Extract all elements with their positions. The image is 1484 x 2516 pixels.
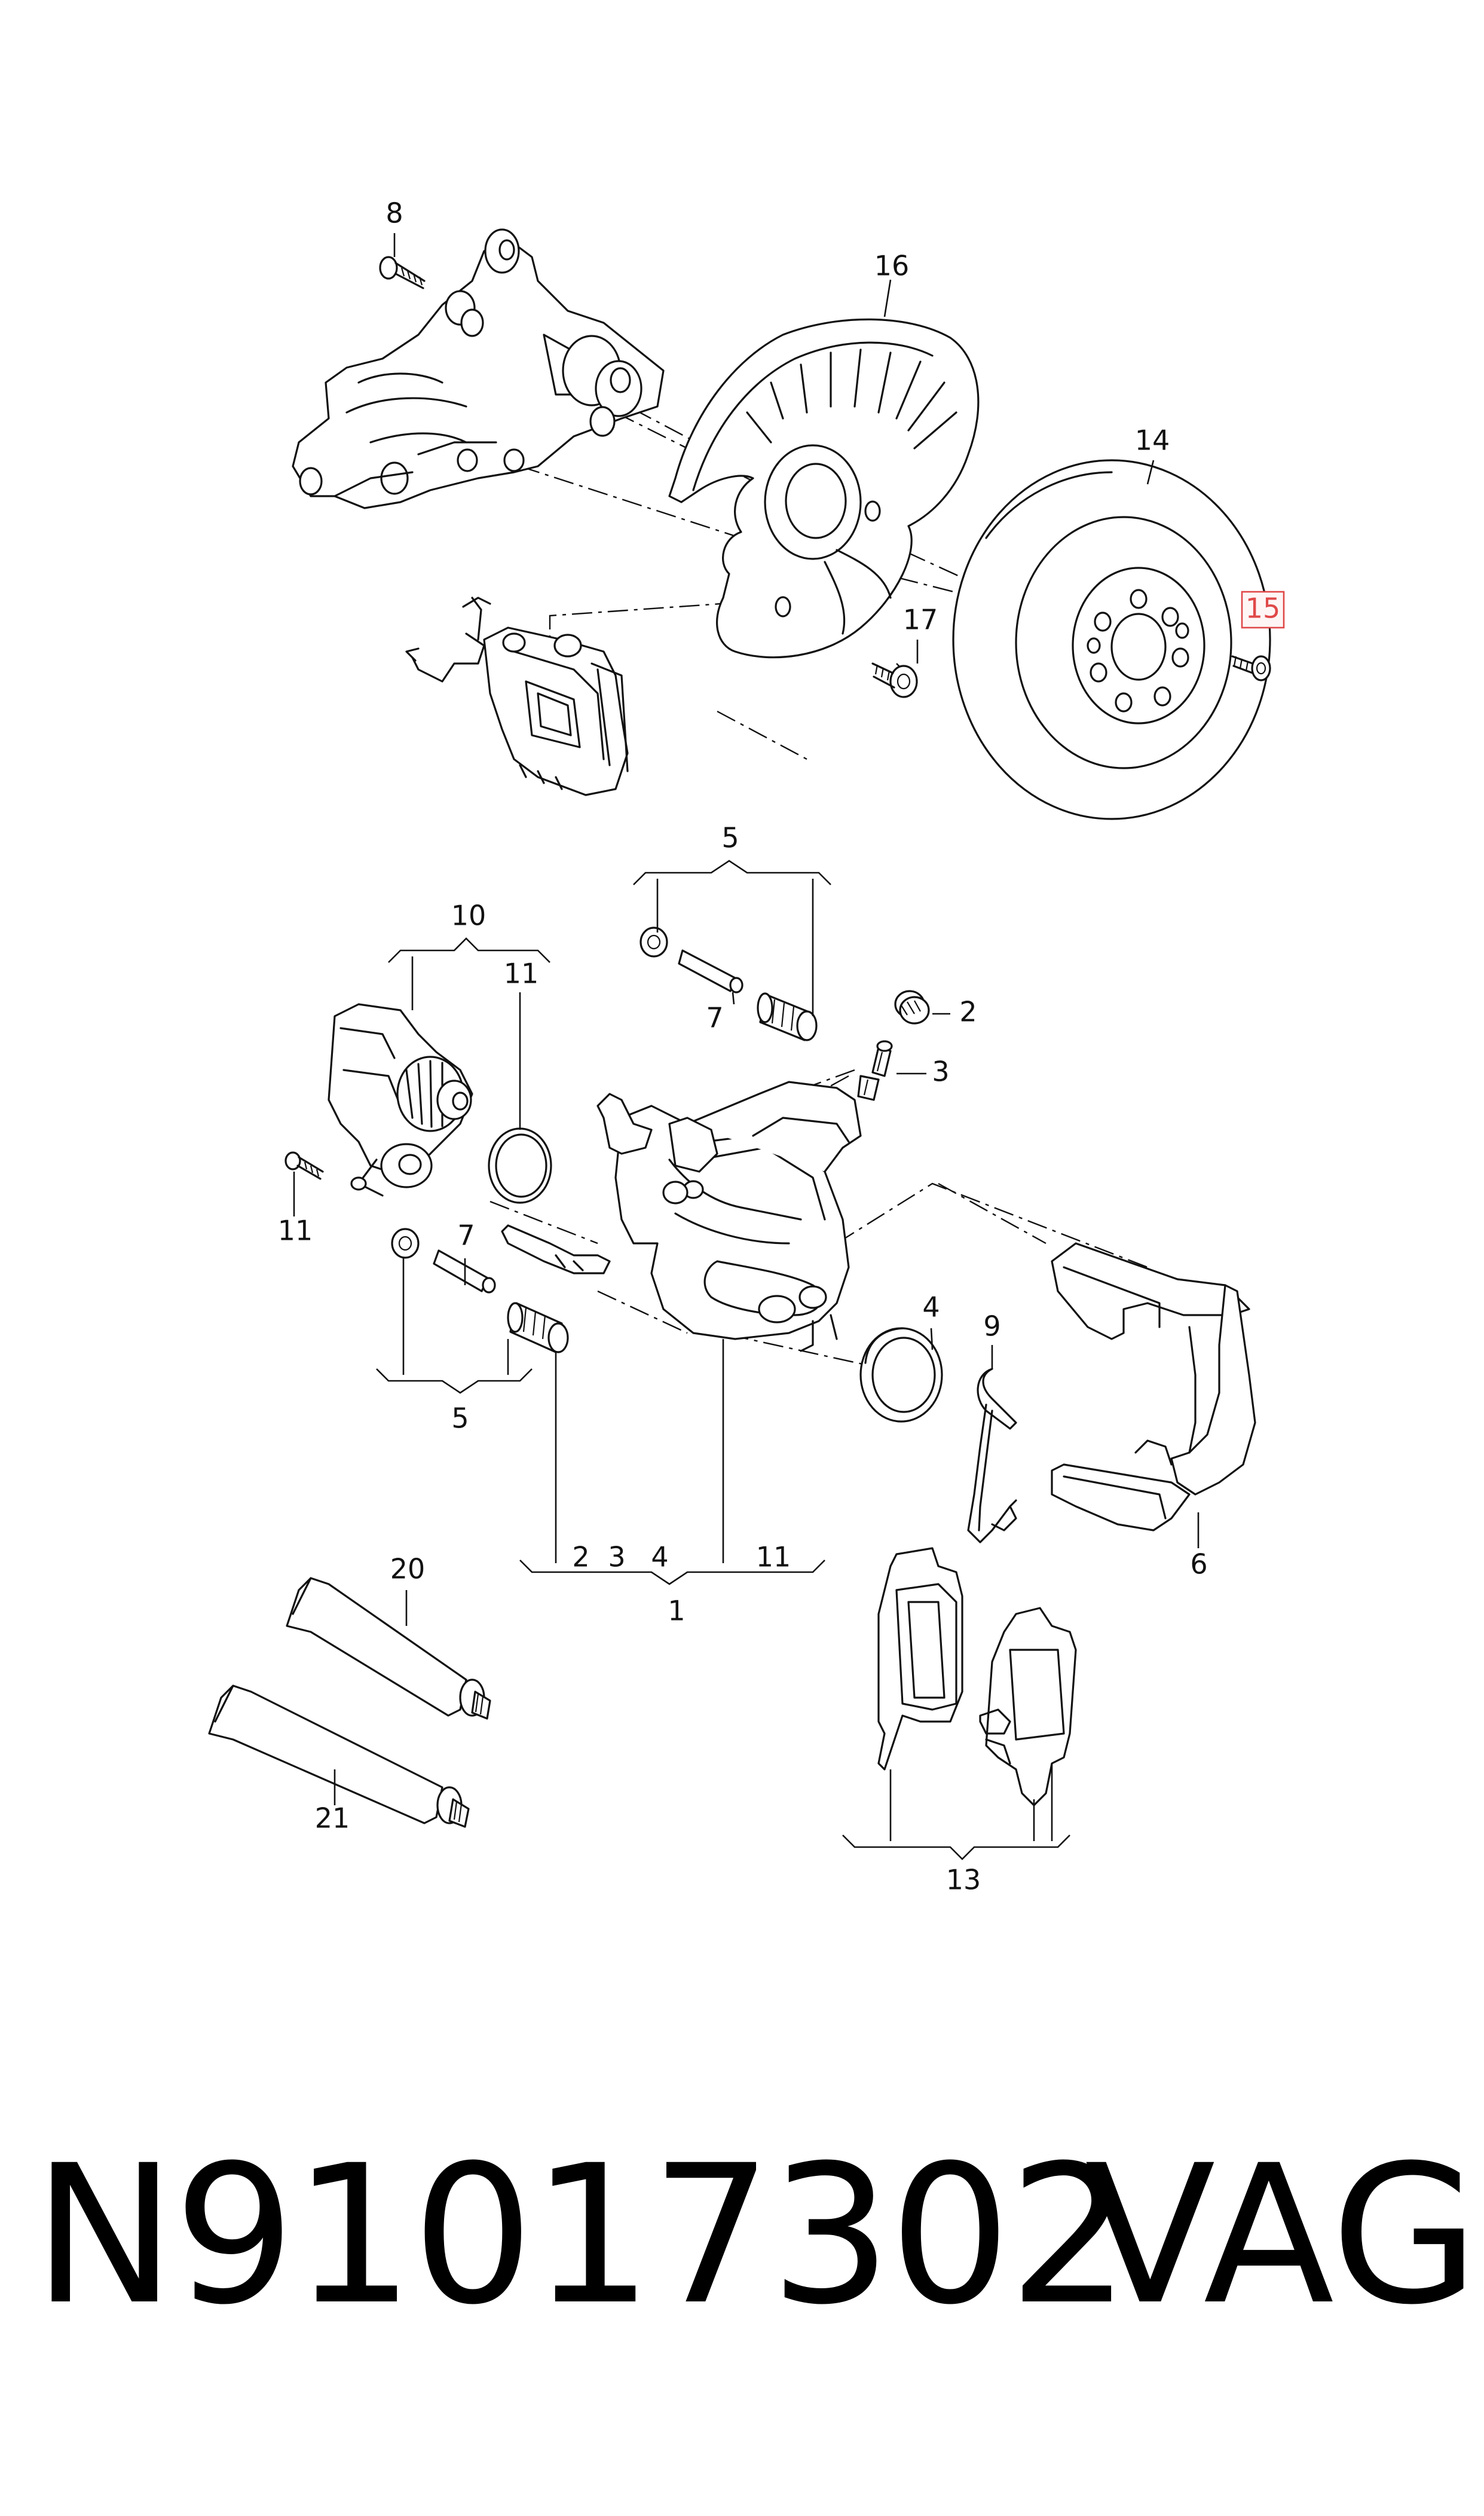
callout-1-sub-3: 3 xyxy=(608,1541,625,1573)
retaining-spring-9 xyxy=(967,1368,1017,1543)
brand-name: VAG xyxy=(1085,2124,1479,2347)
bleed-valve-3 xyxy=(857,1040,893,1101)
callout-1-sub-11: 11 xyxy=(756,1541,791,1573)
callout-9: 9 xyxy=(983,1310,1000,1343)
brake-pads-13 xyxy=(877,1547,1077,1806)
callout-labels: 8 16 14 15 17 5 10 11 7 2 3 11 7 4 9 5 6… xyxy=(278,197,1285,1896)
o-ring-11 xyxy=(488,1127,552,1204)
callout-3: 3 xyxy=(932,1056,949,1088)
callout-5-lower: 5 xyxy=(451,1402,469,1435)
callout-1-sub-4: 4 xyxy=(651,1541,668,1573)
callout-7-left: 7 xyxy=(457,1219,475,1252)
guide-pin-set-top xyxy=(640,927,818,1041)
brake-carrier-6 xyxy=(1051,1242,1256,1531)
callout-14: 14 xyxy=(1135,424,1170,457)
grease-tube-21 xyxy=(208,1685,470,1828)
part-number: N91017302 xyxy=(33,2124,1130,2347)
callout-13: 13 xyxy=(946,1864,981,1896)
grease-tube-20 xyxy=(286,1577,491,1720)
callout-8: 8 xyxy=(385,197,403,230)
callout-7-top: 7 xyxy=(706,1002,723,1034)
callout-1: 1 xyxy=(668,1595,685,1627)
callout-6: 6 xyxy=(1190,1548,1207,1580)
parking-brake-motor-10 xyxy=(328,1003,473,1197)
callout-1-sub-2: 2 xyxy=(572,1541,589,1573)
callout-21: 21 xyxy=(315,1802,350,1835)
leader-lines xyxy=(293,233,1200,1860)
callout-11-top: 11 xyxy=(504,958,539,990)
callout-15: 15 xyxy=(1246,592,1281,625)
bolt-8 xyxy=(379,256,426,289)
callout-4: 4 xyxy=(922,1291,940,1323)
callout-16: 16 xyxy=(874,250,910,282)
motor-screw-11 xyxy=(284,1151,324,1180)
callout-10: 10 xyxy=(451,900,486,932)
splash-shield-16 xyxy=(668,318,980,659)
guide-pin-set-lower xyxy=(391,1228,569,1353)
callout-11-left: 11 xyxy=(278,1215,313,1247)
wheel-carrier xyxy=(292,228,665,509)
callout-5-top: 5 xyxy=(721,822,739,854)
brake-disc-14 xyxy=(952,459,1271,820)
dust-cap-2 xyxy=(894,990,930,1025)
callout-2: 2 xyxy=(959,996,977,1028)
piston-seal-4 xyxy=(859,1327,943,1423)
caliper-housing-1 xyxy=(501,1081,862,1352)
callout-20: 20 xyxy=(390,1553,426,1585)
callout-17: 17 xyxy=(903,604,938,636)
bolt-17 xyxy=(871,662,918,698)
disc-screw-15 xyxy=(1231,655,1271,681)
caliper-assembly-small xyxy=(405,597,629,796)
highlight-box-15 xyxy=(1241,591,1285,629)
